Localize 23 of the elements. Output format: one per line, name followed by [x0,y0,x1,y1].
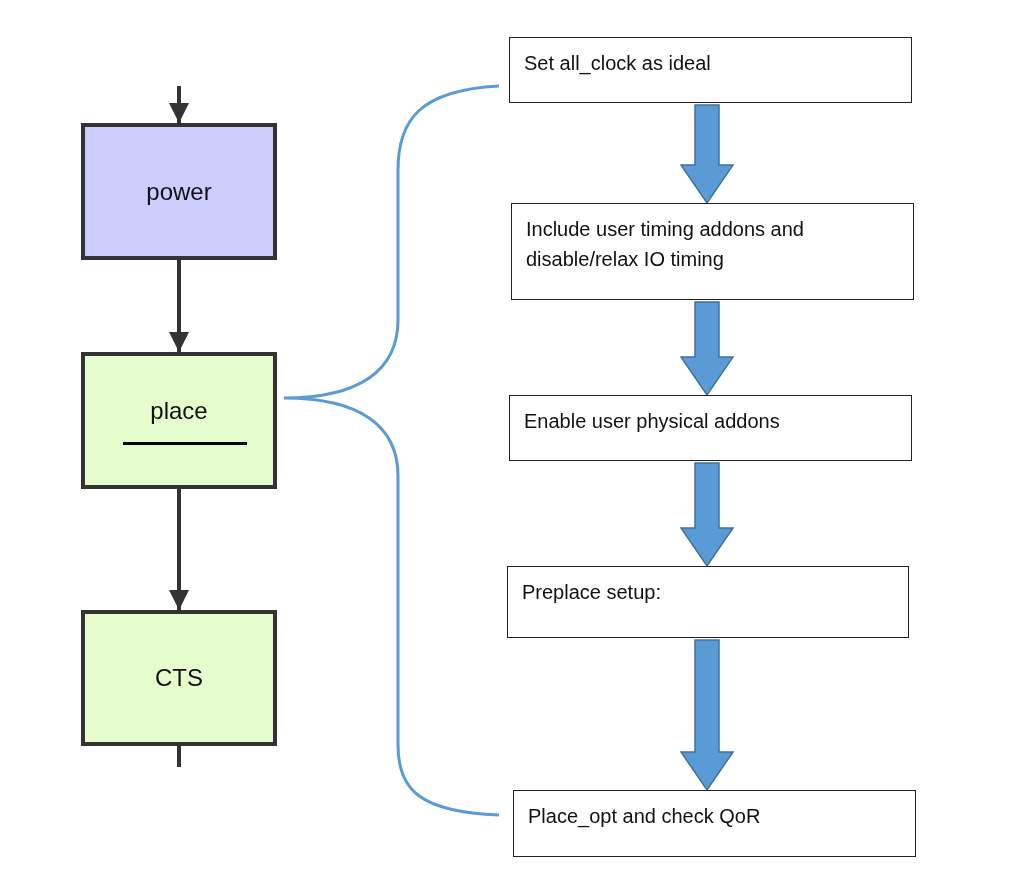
box-label: Set all_clock as ideal [524,52,711,74]
block-arrow [679,462,735,568]
stage-box [81,352,277,489]
box-label: power [146,176,212,207]
box-label: CTS [155,663,203,693]
arrow [169,489,189,610]
process-box [509,395,912,461]
process-box [507,566,909,638]
arrow [169,260,189,352]
block-arrow [679,104,735,205]
box-label: Include user timing addons and disable/relax IO timing [526,218,804,270]
process-box [513,790,916,857]
process-box [509,37,912,103]
box-label: place [150,395,208,426]
box-label: Enable user physical addons [524,410,780,432]
stage-box [81,123,277,260]
arrow [169,86,189,123]
box-label: Preplace setup: [522,581,661,603]
stage-box [81,610,277,746]
block-arrow [679,639,735,792]
block-arrow [679,301,735,397]
process-box [511,203,914,300]
box-label: Place_opt and check QoR [528,805,761,827]
